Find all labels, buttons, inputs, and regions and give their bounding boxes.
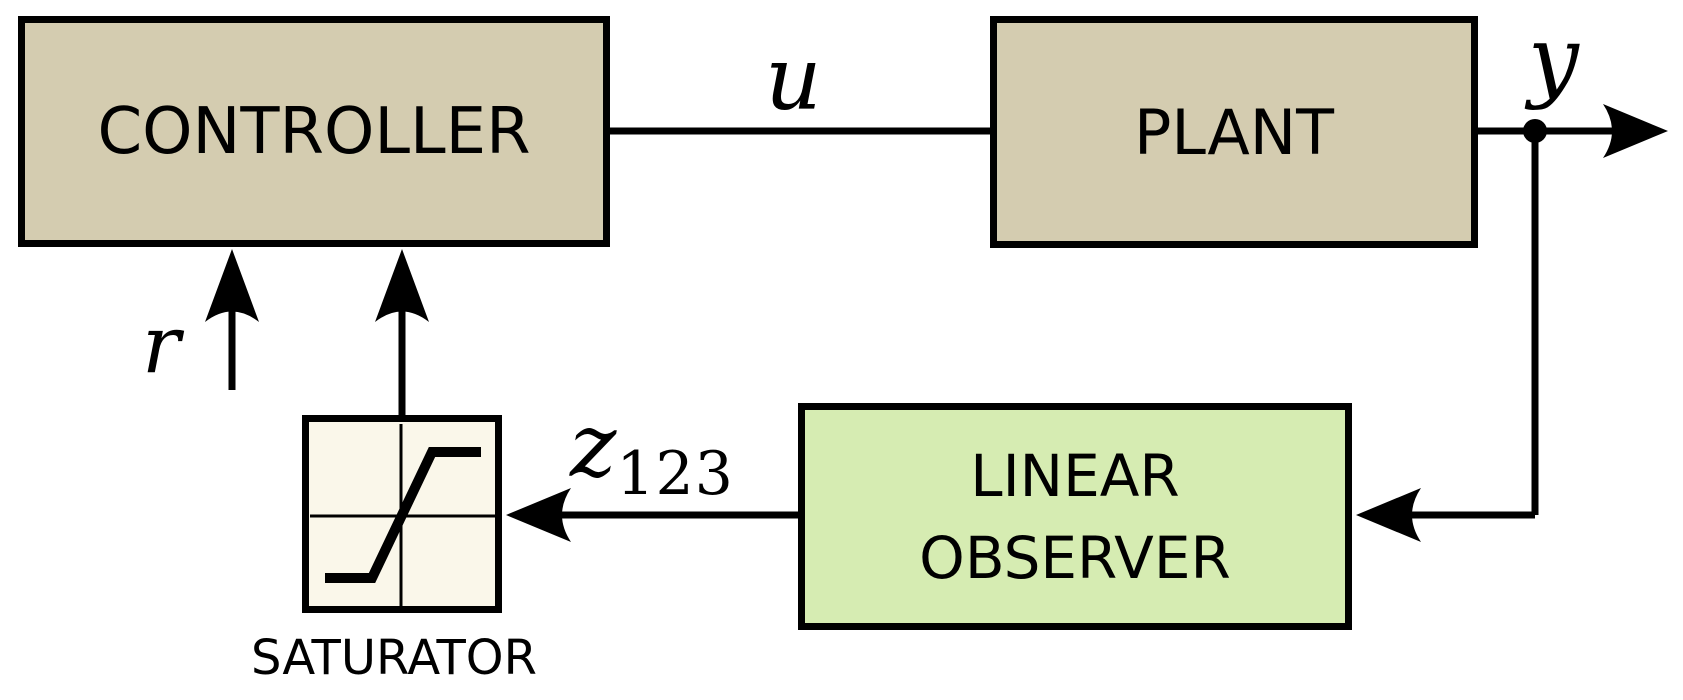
- saturator-output-arrowhead-icon: [375, 249, 429, 322]
- y-output-arrowhead-icon: [1603, 104, 1668, 158]
- linear-observer-block: LINEAR OBSERVER: [798, 403, 1352, 630]
- signal-u-label: u: [765, 27, 822, 130]
- feedback-arrowhead-icon: [1356, 488, 1421, 542]
- plant-label: PLANT: [1133, 95, 1335, 169]
- z-arrowhead-icon: [506, 488, 571, 542]
- controller-label: CONTROLLER: [97, 94, 531, 169]
- signal-z-subscript: 123: [616, 439, 734, 509]
- observer-label: LINEAR OBSERVER: [919, 441, 1231, 592]
- signal-y-label: y: [1528, 7, 1579, 112]
- r-arrowhead-icon: [205, 249, 259, 322]
- saturator-block: [302, 415, 502, 613]
- saturator-label: SATURATOR: [251, 630, 537, 686]
- y-junction-dot: [1523, 119, 1547, 143]
- signal-z123-label: z123: [570, 394, 734, 509]
- controller-block: CONTROLLER: [18, 16, 610, 247]
- signal-r-label: r: [142, 298, 181, 391]
- plant-block: PLANT: [990, 16, 1478, 248]
